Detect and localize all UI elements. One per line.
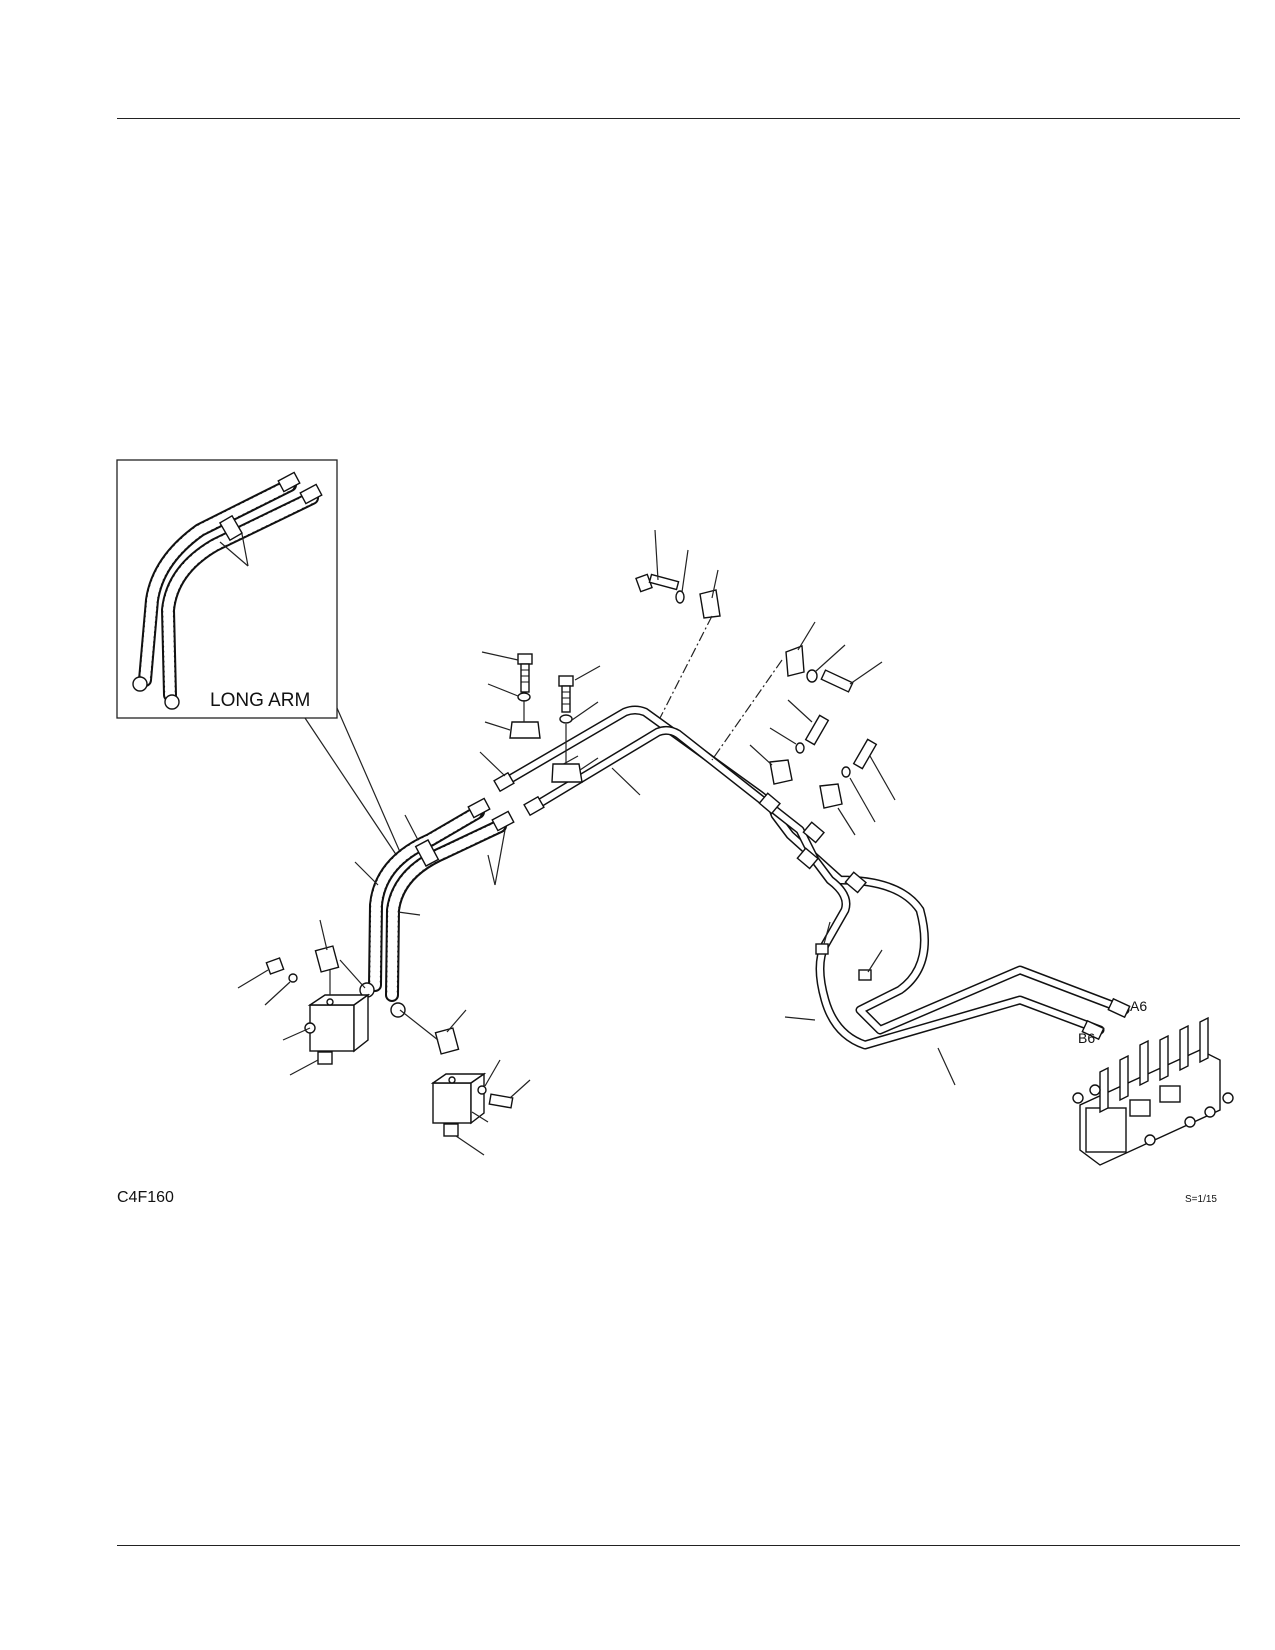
port-a-label: A6 bbox=[1130, 998, 1147, 1014]
clamp-group-left bbox=[479, 651, 541, 777]
inset-hose-assembly bbox=[132, 471, 323, 710]
inset-leader-1 bbox=[304, 717, 398, 857]
main-hose-assembly bbox=[354, 797, 515, 1018]
control-valve-bank bbox=[1072, 1016, 1234, 1166]
rigid-pipes bbox=[493, 705, 1131, 1086]
scale-label: S=1/15 bbox=[1185, 1194, 1217, 1205]
port-b-label: B6 bbox=[1078, 1030, 1095, 1046]
clamp-group-right-middle bbox=[749, 699, 830, 785]
valve-block-right bbox=[399, 1009, 531, 1156]
header-rule bbox=[117, 118, 1240, 119]
long-arm-inset: LONG ARM bbox=[116, 459, 338, 719]
clamp-group-middle bbox=[551, 665, 601, 783]
figure-code: C4F160 bbox=[117, 1189, 174, 1206]
clamp-group-top bbox=[635, 529, 721, 719]
inset-leader-2 bbox=[336, 707, 401, 853]
footer-rule bbox=[117, 1545, 1240, 1546]
valve-block-left bbox=[237, 919, 371, 1076]
inset-label: LONG ARM bbox=[210, 690, 310, 711]
clamp-group-right-lower bbox=[819, 738, 896, 836]
clamp-group-right-upper bbox=[711, 621, 883, 761]
